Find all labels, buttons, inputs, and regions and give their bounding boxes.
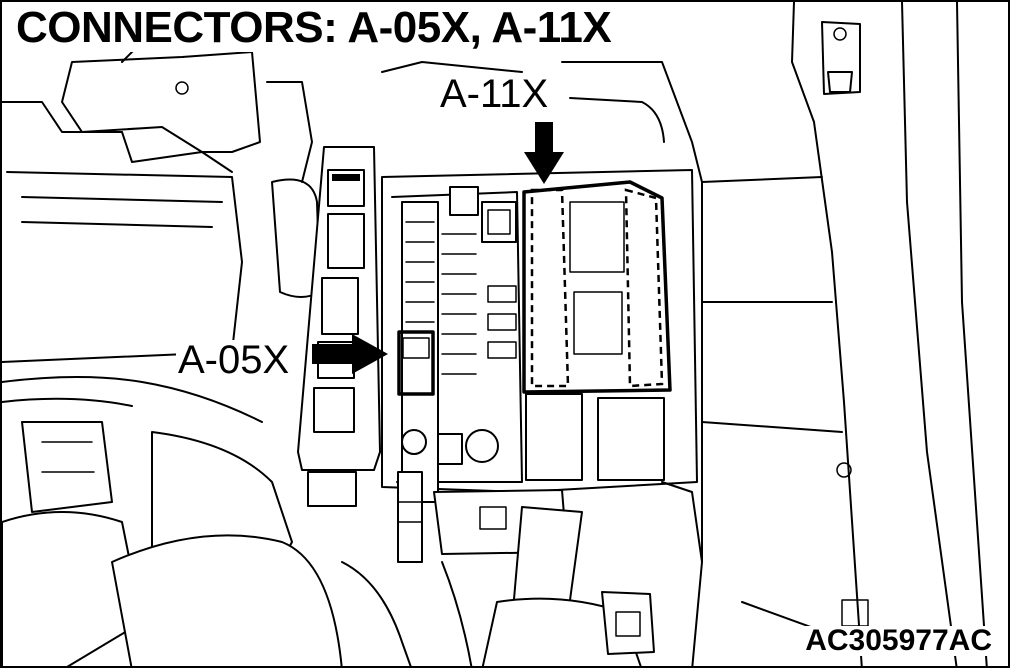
a11x-arrow — [524, 122, 564, 184]
a05x-arrow — [312, 334, 388, 374]
engine-cover — [2, 41, 703, 363]
connector-a11x-left — [530, 188, 570, 388]
a11x-leader-line — [569, 97, 665, 143]
relay-box — [381, 169, 698, 563]
body-panel — [701, 2, 988, 666]
connector-a11x-right — [624, 188, 664, 388]
callout-arrows — [312, 97, 665, 374]
callout-a11x-label: A-11X — [438, 72, 551, 116]
harness-and-hoses — [2, 376, 703, 666]
figure-code: AC305977AC — [801, 626, 996, 656]
callout-a05x-label: A-05X — [176, 338, 292, 382]
connector-a05x — [397, 330, 435, 396]
diagram-title: CONNECTORS: A-05X, A-11X — [12, 6, 618, 52]
